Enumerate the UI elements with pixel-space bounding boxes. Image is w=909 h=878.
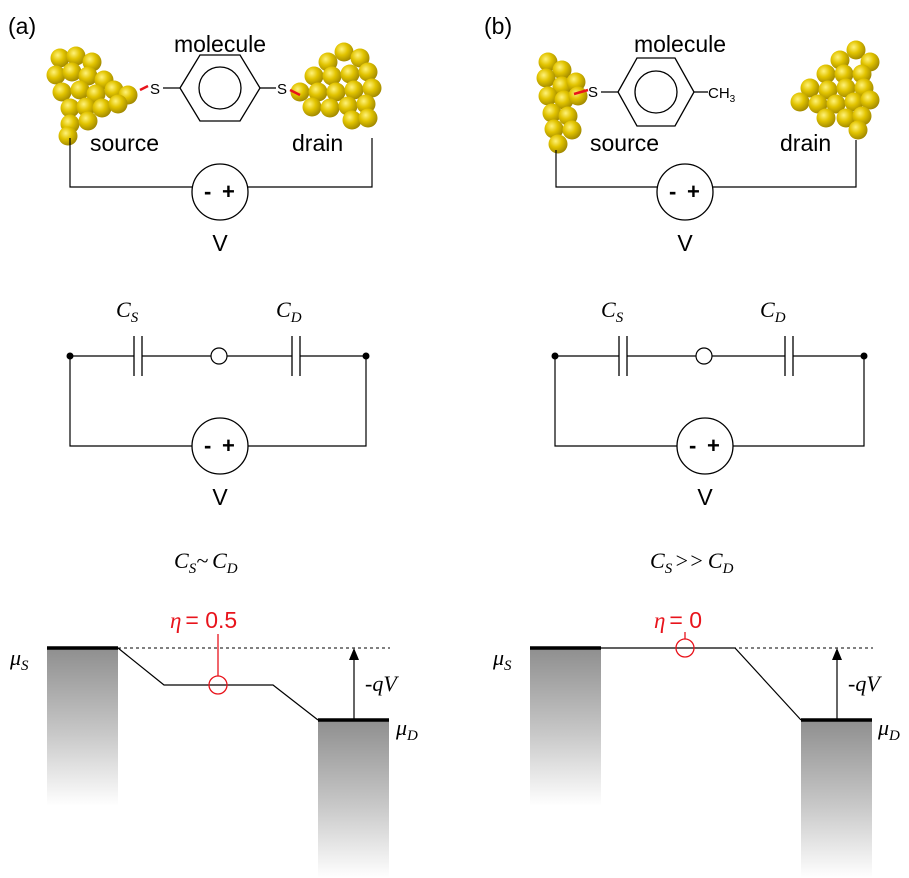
- panel-a-battery-plus: +: [222, 179, 235, 204]
- panel-b-mu-d: μD: [877, 715, 900, 744]
- panel-a-bond-left: [139, 84, 149, 92]
- panel-b-mu-s: μS: [492, 645, 512, 674]
- panel-a-source-label: source: [90, 130, 159, 156]
- panel-b-battery-minus: -: [669, 179, 676, 204]
- panel-a-wire-left: [69, 138, 192, 188]
- panel-b-label: (b): [484, 13, 512, 39]
- panel-b-molecule-node: [695, 347, 713, 365]
- panel-b-wire-left: [555, 150, 657, 188]
- panel-b-cd-label: CD: [760, 297, 786, 326]
- panel-b-wire-right: [713, 140, 857, 188]
- panel-a-sulfur-right: S: [277, 81, 287, 98]
- panel-a-circuit-voltage-label: V: [212, 484, 228, 510]
- panel-b-source-electrode: [536, 52, 588, 154]
- panel-b-bond: [573, 88, 589, 96]
- panel-a-molecule-label: molecule: [174, 31, 266, 57]
- panel-a-energy-diagram: -qV μS μD η= 0.5: [9, 607, 418, 878]
- panel-a-battery-minus: -: [204, 179, 211, 204]
- panel-a-capacitance-relation: CS~CD: [174, 548, 238, 577]
- panel-b-equivalent-circuit: CS CD - + V: [551, 297, 868, 510]
- panel-a-drain-label: drain: [292, 130, 343, 156]
- panel-b-drain-electrode: [790, 40, 880, 140]
- panel-b-benzene-ring: [617, 57, 695, 127]
- panel-a-cs-label: CS: [116, 297, 139, 326]
- panel-a-equivalent-circuit: CS CD - + V: [66, 297, 370, 510]
- panel-b-source-contact: [530, 649, 601, 806]
- panel-b-molecule-label: molecule: [634, 31, 726, 57]
- panel-b-circuit-voltage-label: V: [697, 484, 713, 510]
- panel-a-source-contact: [47, 649, 118, 806]
- panel-b-potential-profile: [601, 647, 802, 721]
- panel-a-molecule-node: [210, 347, 228, 365]
- panel-b-circuit-battery-minus: -: [689, 433, 696, 458]
- panel-a-drain-contact: [318, 721, 389, 878]
- panel-a-wire-right: [248, 138, 373, 188]
- panel-a-potential-profile: [117, 647, 319, 721]
- panel-a-voltage-source: [191, 163, 249, 221]
- panel-a-voltage-label: V: [212, 230, 228, 256]
- panel-a-bias-label: -qV: [365, 671, 399, 696]
- panel-a-circuit-battery-minus: -: [204, 433, 211, 458]
- panel-b-voltage-source: [656, 163, 714, 221]
- panel-a-circuit-battery-plus: +: [222, 433, 235, 458]
- panel-b-source-label: source: [590, 130, 659, 156]
- panel-a-mu-d: μD: [395, 715, 418, 744]
- panel-a-circuit-voltage-source: [191, 417, 249, 475]
- panel-a-label: (a): [8, 13, 36, 39]
- panel-b-cs-label: CS: [601, 297, 624, 326]
- panel-b-bias-label: -qV: [848, 671, 882, 696]
- panel-a-eta-marker: [208, 675, 228, 695]
- panel-b-eta-label: η= 0: [654, 607, 702, 633]
- panel-a-benzene-ring: [179, 54, 261, 122]
- panel-b-molecule: S CH3: [573, 57, 736, 127]
- panel-a-molecule: S S: [139, 54, 301, 122]
- panel-b-drain-contact: [801, 721, 872, 878]
- panel-b-capacitance-relation: CS>>CD: [650, 548, 734, 577]
- panel-b-circuit-battery-plus: +: [707, 433, 720, 458]
- panel-b-eta-marker: [675, 638, 695, 658]
- panel-b-battery-plus: +: [687, 179, 700, 204]
- panel-b-voltage-label: V: [677, 230, 693, 256]
- panel-a-drain-electrode: [290, 42, 382, 130]
- panel-b-methyl: CH3: [708, 85, 736, 105]
- panel-a-eta-label: η= 0.5: [170, 607, 237, 633]
- panel-a-cd-label: CD: [276, 297, 302, 326]
- panel-a: (a) molecule S S: [8, 13, 418, 878]
- panel-b-energy-diagram: -qV μS μD η= 0: [492, 607, 900, 878]
- panel-a-mu-s: μS: [9, 645, 29, 674]
- panel-b-circuit-voltage-source: [676, 417, 734, 475]
- panel-b-drain-label: drain: [780, 130, 831, 156]
- panel-a-sulfur-left: S: [150, 81, 160, 98]
- panel-b-sulfur: S: [588, 84, 598, 101]
- panel-b: (b) molecule S CH3: [484, 13, 900, 878]
- panel-a-bond-right: [289, 88, 301, 97]
